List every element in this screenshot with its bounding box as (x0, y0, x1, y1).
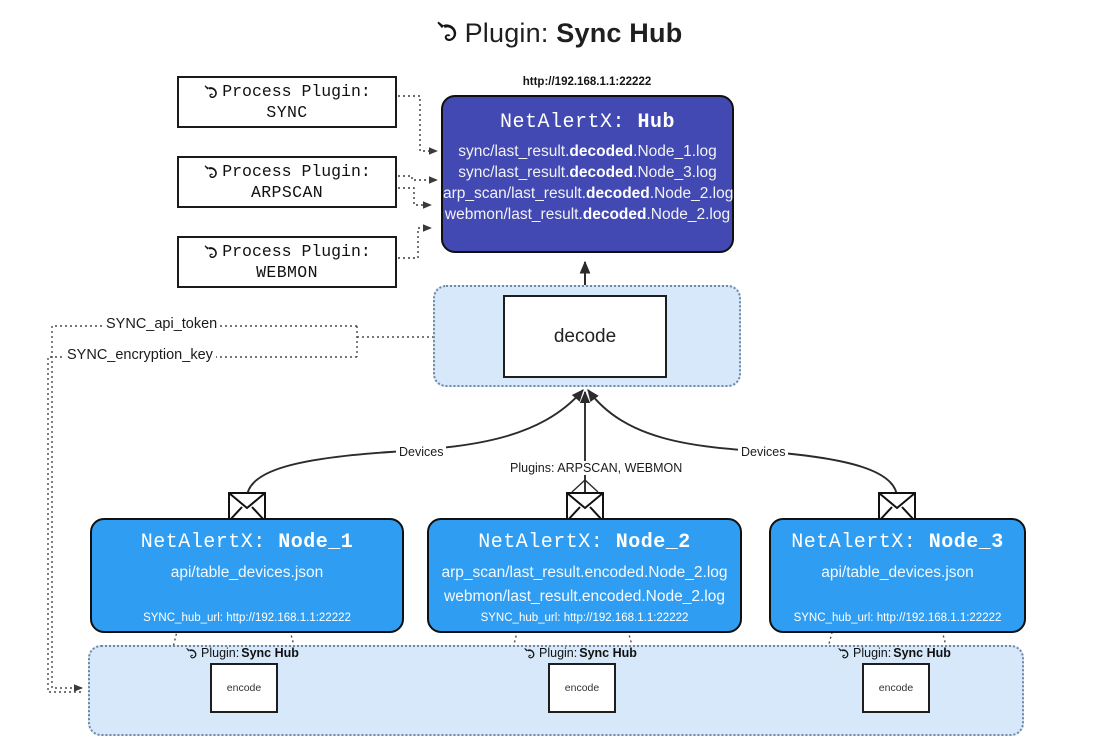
plugin-to-hub-connectors (398, 95, 438, 259)
devices-label-right: Devices (738, 445, 789, 459)
process-plugin-sync[interactable]: Process Plugin: SYNC (177, 76, 397, 128)
encode-box-1[interactable]: encode (210, 663, 278, 713)
plug-icon (523, 646, 537, 660)
process-plugin-name: SYNC (266, 103, 308, 122)
node-title: NetAlertX: Node_1 (140, 531, 354, 554)
encode-box-3[interactable]: encode (862, 663, 930, 713)
devices-label-left: Devices (396, 445, 447, 459)
process-plugin-name: ARPSCAN (250, 183, 324, 202)
node-box-node-3[interactable]: NetAlertX: Node_3 api/table_devices.json… (769, 518, 1026, 633)
hub-app-name: NetAlertX: (499, 111, 625, 134)
nodes-to-decode-edges (246, 389, 898, 499)
process-plugin-heading: Process Plugin: (222, 81, 371, 101)
plug-icon (435, 18, 461, 51)
hub-url-label: http://192.168.1.1:22222 (522, 76, 652, 88)
node-line: webmon/last_result.encoded.Node_2.log (444, 588, 725, 605)
process-plugin-heading: Process Plugin: (222, 161, 371, 181)
hub-instance-name: Hub (637, 111, 676, 134)
process-plugin-arpscan[interactable]: Process Plugin: ARPSCAN (177, 156, 397, 208)
hub-log-line: sync/last_result.decoded.Node_3.log (458, 164, 717, 181)
process-plugin-heading: Process Plugin: (222, 241, 371, 261)
encoder-plugin-label-3: Plugin:Sync Hub (837, 646, 951, 660)
node-title: NetAlertX: Node_2 (478, 531, 691, 554)
hub-node[interactable]: NetAlertX: Hub sync/last_result.decoded.… (441, 95, 734, 253)
process-plugin-name: WEBMON (256, 263, 318, 282)
process-plugin-webmon[interactable]: Process Plugin: WEBMON (177, 236, 397, 288)
node-hub-url: SYNC_hub_url: http://192.168.1.1:22222 (143, 612, 351, 624)
title-name: Sync Hub (556, 18, 683, 48)
plug-icon (203, 83, 220, 100)
encode-box-2[interactable]: encode (548, 663, 616, 713)
page-title: Plugin: Sync Hub (0, 18, 1117, 51)
hub-log-line: sync/last_result.decoded.Node_1.log (458, 143, 717, 160)
hub-log-line: arp_scan/last_result.decoded.Node_2.log (443, 185, 734, 202)
plug-icon (203, 243, 220, 260)
plugins-center-open-arrow (571, 479, 599, 493)
hub-title: NetAlertX: Hub (443, 111, 732, 134)
plugins-label-center: Plugins: ARPSCAN, WEBMON (507, 461, 686, 475)
node-line: api/table_devices.json (170, 564, 324, 581)
node-line: api/table_devices.json (821, 564, 974, 581)
hub-log-line: webmon/last_result.decoded.Node_2.log (444, 206, 731, 223)
node-line: arp_scan/last_result.encoded.Node_2.log (441, 564, 728, 581)
node-line-list: api/table_devices.json (92, 564, 402, 582)
node-line-list: arp_scan/last_result.encoded.Node_2.log … (429, 564, 740, 606)
sync-api-token-label: SYNC_api_token (103, 316, 221, 332)
encoder-plugin-label-1: Plugin:Sync Hub (185, 646, 299, 660)
decode-box[interactable]: decode (503, 295, 667, 378)
hub-log-list: sync/last_result.decoded.Node_1.log sync… (443, 143, 734, 224)
node-box-node-2[interactable]: NetAlertX: Node_2 arp_scan/last_result.e… (427, 518, 742, 633)
envelope-icon (566, 492, 604, 522)
node-hub-url: SYNC_hub_url: http://192.168.1.1:22222 (480, 612, 689, 624)
plug-icon (837, 646, 851, 660)
node-hub-url: SYNC_hub_url: http://192.168.1.1:22222 (793, 612, 1002, 624)
node-box-node-1[interactable]: NetAlertX: Node_1 api/table_devices.json… (90, 518, 404, 633)
node-line-list: api/table_devices.json (771, 564, 1024, 582)
plug-icon (203, 163, 220, 180)
node-title: NetAlertX: Node_3 (791, 531, 1004, 554)
sync-encryption-key-label: SYNC_encryption_key (64, 347, 216, 363)
token-dotted-path (47, 325, 499, 693)
plug-icon (185, 646, 199, 660)
title-prefix: Plugin: (464, 18, 549, 48)
envelope-icon (228, 492, 266, 522)
encoder-plugin-label-2: Plugin:Sync Hub (523, 646, 637, 660)
